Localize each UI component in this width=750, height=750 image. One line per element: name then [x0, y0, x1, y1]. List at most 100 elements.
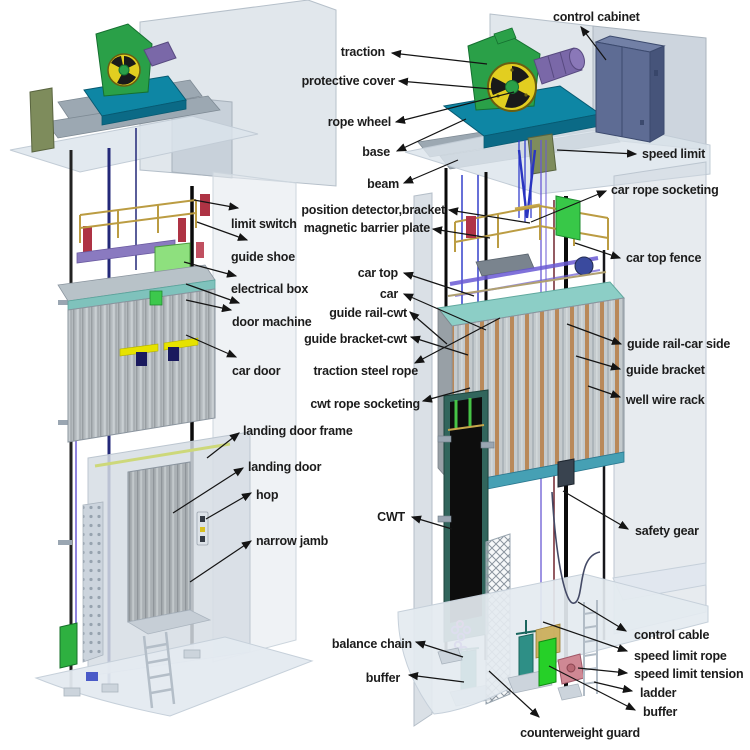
- label-landing-door-frame: landing door frame: [206, 424, 353, 459]
- callout-arrow-guide-rail-cwt: [409, 311, 448, 345]
- label-door-machine: door machine: [185, 299, 312, 329]
- label-text-landing-door: landing door: [248, 460, 322, 474]
- left-traction-machine: [83, 23, 187, 126]
- hop-panel: [196, 511, 209, 546]
- label-counterweight-guard: counterweight guard: [488, 670, 640, 740]
- car-top-box: [555, 195, 581, 241]
- callout-arrow-cwt: [410, 515, 453, 530]
- label-traction: traction: [341, 45, 488, 65]
- callout-arrow-traction-steel-rope: [413, 317, 501, 364]
- label-text-base: base: [362, 145, 390, 159]
- callout-arrow-guide-rail-car-side: [566, 323, 623, 345]
- label-text-beam: beam: [367, 177, 399, 191]
- label-beam: beam: [367, 159, 459, 191]
- door-operator: [574, 256, 594, 276]
- callout-arrow-car-top-fence: [574, 242, 622, 260]
- callout-arrow-magnetic-barrier-plate: [431, 226, 491, 239]
- label-text-control-cable: control cable: [634, 628, 709, 642]
- label-magnetic-barrier-plate: magnetic barrier plate: [304, 221, 491, 239]
- label-text-magnetic-barrier-plate: magnetic barrier plate: [304, 221, 430, 235]
- label-car: car: [380, 287, 487, 331]
- label-balance-chain: balance chain: [332, 637, 464, 658]
- right-elevator-view: [397, 13, 711, 727]
- control-cable-part: [551, 491, 601, 605]
- label-buffer-right: buffer: [548, 665, 678, 719]
- landing-sill: [126, 609, 212, 635]
- label-car-top: car top: [358, 266, 475, 297]
- right-shaft-left-wall: [413, 192, 433, 727]
- callout-arrow-guide-shoe: [183, 261, 238, 278]
- callout-arrow-buffer-right: [548, 665, 637, 711]
- callout-arrow-car-rope-socketing: [530, 190, 608, 223]
- control-cabinet-box: [594, 35, 666, 143]
- label-car-door: car door: [185, 334, 281, 378]
- left-car-top-fence: [79, 199, 197, 243]
- landing-door-frame-strip: [94, 442, 231, 468]
- left-pit-floor: [34, 636, 314, 717]
- callout-arrow-door-machine: [185, 299, 233, 313]
- label-text-hop: hop: [256, 488, 279, 502]
- label-hop: hop: [205, 488, 279, 520]
- label-text-guide-rail-car-side: guide rail-car side: [627, 337, 730, 351]
- label-text-door-machine: door machine: [232, 315, 312, 329]
- label-text-counterweight-guard: counterweight guard: [520, 726, 640, 740]
- right-traction-machine: [442, 27, 602, 149]
- callout-arrow-car: [402, 293, 487, 331]
- label-text-car-rope-socketing: car rope socketing: [611, 183, 719, 197]
- label-guide-shoe: guide shoe: [183, 250, 295, 278]
- label-text-car-top: car top: [358, 266, 399, 280]
- callout-arrow-car-top: [402, 271, 475, 297]
- callout-arrow-cwt-rope-socketing: [421, 387, 471, 403]
- callout-arrow-protective-cover: [397, 77, 493, 90]
- label-position-detector-bracket: position detector,bracket: [301, 203, 531, 224]
- label-text-speed-limit-rope: speed limit rope: [634, 649, 727, 663]
- label-text-cwt-rope-socketing: cwt rope socketing: [310, 397, 420, 411]
- label-protective-cover: protective cover: [302, 74, 493, 90]
- label-text-buffer-left: buffer: [366, 671, 401, 685]
- callout-arrow-balance-chain: [414, 640, 464, 658]
- label-guide-rail-car-side: guide rail-car side: [566, 323, 731, 351]
- label-text-car-door: car door: [232, 364, 281, 378]
- label-control-cable: control cable: [577, 601, 710, 642]
- label-buffer-left: buffer: [366, 671, 465, 685]
- callout-arrow-narrow-jamb: [189, 540, 252, 583]
- left-landing: [82, 431, 251, 677]
- safety-gear-part: [557, 458, 575, 488]
- label-text-landing-door-frame: landing door frame: [243, 424, 353, 438]
- left-motor: [143, 41, 177, 67]
- callout-arrow-base: [395, 118, 467, 152]
- callout-arrow-speed-limit-tension: [577, 667, 629, 677]
- left-pit-ladder: [142, 631, 176, 709]
- label-text-electrical-box: electrical box: [231, 282, 308, 296]
- label-speed-limit-tension: speed limit tension: [577, 667, 744, 681]
- label-cwt-rope-socketing: cwt rope socketing: [310, 387, 471, 411]
- label-text-well-wire-rack: well wire rack: [625, 393, 705, 407]
- callout-arrow-traction: [390, 49, 488, 65]
- label-car-top-fence: car top fence: [574, 242, 702, 265]
- right-car-top-assembly: [447, 195, 609, 297]
- callout-arrow-well-wire-rack: [587, 385, 622, 399]
- label-text-cwt: CWT: [377, 510, 405, 524]
- label-traction-steel-rope: traction steel rope: [313, 317, 501, 378]
- callout-labels: limit switch guide shoe electrical box door…: [172, 10, 744, 740]
- label-electrical-box: electrical box: [185, 282, 309, 304]
- left-speed-limit-tension: [59, 622, 78, 669]
- callout-arrow-car-door: [185, 334, 238, 358]
- callout-arrow-control-cabinet: [580, 26, 607, 61]
- left-elevator-view: [9, 0, 337, 717]
- label-text-speed-limit-tension: speed limit tension: [634, 667, 743, 681]
- label-text-buffer-right: buffer: [643, 705, 678, 719]
- label-rope-wheel: rope wheel: [328, 91, 515, 129]
- label-text-ladder: ladder: [640, 686, 677, 700]
- callout-arrow-rope-wheel: [394, 91, 515, 124]
- callout-arrow-buffer-left: [407, 671, 465, 683]
- landing-door-panel: [127, 461, 191, 623]
- label-text-safety-gear: safety gear: [635, 524, 699, 538]
- label-speed-limit: speed limit: [556, 147, 706, 161]
- label-limit-switch: limit switch: [193, 199, 297, 241]
- left-car-assembly: [57, 199, 216, 443]
- label-text-guide-rail-cwt: guide rail-cwt: [329, 306, 408, 320]
- left-door-vane-bar: [119, 343, 159, 357]
- label-ladder: ladder: [593, 681, 677, 700]
